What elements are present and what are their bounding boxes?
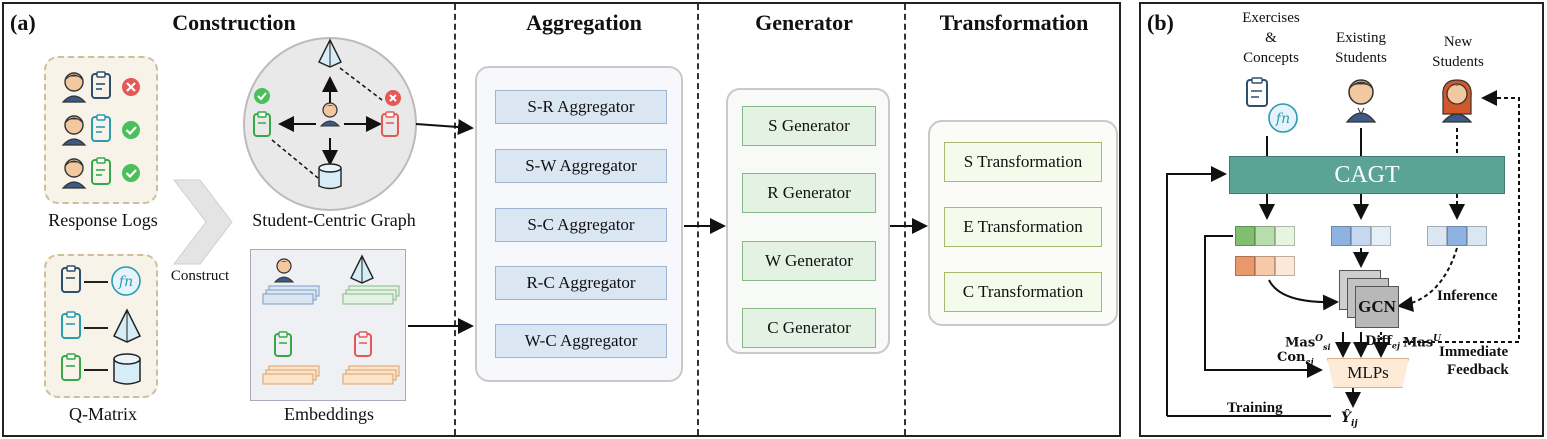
svg-text:fn: fn (1275, 111, 1290, 127)
transformation-group: S Transformation E Transformation C Tran… (928, 120, 1118, 326)
panel-b: (b) Exercises & Concepts Existing Studen… (1139, 2, 1544, 437)
immediate-feedback-line1: Immediate (1439, 344, 1509, 360)
q-matrix-icons: fn (61, 265, 142, 385)
exercises-label-line2: & (1265, 30, 1277, 46)
generator-group: S Generator R Generator W Generator C Ge… (726, 88, 890, 354)
panel-b-icons: fn (1166, 77, 1520, 417)
exercises-label-line3: Concepts (1243, 50, 1299, 66)
q-matrix-label: Q-Matrix (69, 404, 137, 424)
cylinder-icon (113, 353, 141, 385)
divider-1 (454, 4, 456, 435)
transformation-c: C Transformation (944, 272, 1102, 312)
construct-label: Construct (170, 268, 230, 284)
mlps-block: MLPs (1327, 358, 1409, 388)
aggregator-s-r: S-R Aggregator (495, 90, 667, 124)
q-matrix-group: fn (44, 254, 158, 398)
right-badge-icon (122, 121, 140, 139)
cagt-block: CAGT (1229, 156, 1505, 194)
student-icon (61, 72, 87, 103)
generator-s: S Generator (742, 106, 876, 146)
wrong-badge-icon (122, 78, 140, 96)
existing-students-line1: Existing (1335, 30, 1386, 46)
aggregator-s-w: S-W Aggregator (495, 149, 667, 183)
panel-b-label: (b) (1147, 10, 1174, 35)
embeddings-label: Embeddings (284, 404, 374, 424)
embeddings-group (250, 249, 406, 401)
section-title-generator: Generator (755, 10, 853, 35)
immediate-feedback-line2: Feedback (1447, 362, 1509, 378)
y-hat-label: Ŷij (1341, 410, 1358, 429)
divider-2 (697, 4, 699, 435)
concept-fn-icon: fn (111, 266, 141, 296)
con-label: Conej (1277, 350, 1314, 367)
aggregator-r-c: R-C Aggregator (495, 266, 667, 300)
aggregator-w-c: W-C Aggregator (495, 324, 667, 358)
aggregation-group: S-R Aggregator S-W Aggregator S-C Aggreg… (475, 66, 683, 382)
generator-w: W Generator (742, 241, 876, 281)
exercises-label-line1: Exercises (1242, 10, 1300, 26)
section-title-construction: Construction (172, 10, 296, 35)
graph-label: Student-Centric Graph (252, 210, 416, 230)
generator-r: R Generator (742, 173, 876, 213)
panel-a: (a) Construction Aggregation Generator T… (2, 2, 1121, 437)
response-logs-label: Response Logs (48, 210, 158, 230)
response-logs-group (44, 56, 158, 204)
construct-chevron (172, 179, 233, 265)
connectors-a (408, 119, 928, 334)
generator-c: C Generator (742, 308, 876, 348)
inference-label: Inference (1437, 288, 1498, 304)
embeddings-icons (262, 254, 400, 385)
aggregator-s-c: S-C Aggregator (495, 208, 667, 242)
training-label: Training (1227, 400, 1283, 416)
new-students-line2: Students (1432, 54, 1484, 70)
transformation-s: S Transformation (944, 142, 1102, 182)
section-title-transformation: Transformation (939, 10, 1089, 35)
existing-students-line2: Students (1335, 50, 1387, 66)
diff-label: Diffej (1365, 334, 1400, 351)
mas-o-label: MasOsi (1285, 334, 1331, 352)
divider-3 (904, 4, 906, 435)
new-students-line1: New (1443, 34, 1473, 50)
mas-u-label: MasU (1403, 334, 1441, 351)
panel-a-label: (a) (10, 10, 36, 35)
student-centric-graph (243, 37, 417, 211)
transformation-e: E Transformation (944, 207, 1102, 247)
cone-icon (112, 308, 142, 343)
response-logs-icons (61, 71, 140, 189)
gcn-block: GCN (1355, 286, 1399, 328)
exercise-clipboard-icon (91, 71, 111, 99)
section-title-aggregation: Aggregation (526, 10, 642, 35)
svg-text:fn: fn (118, 274, 133, 290)
